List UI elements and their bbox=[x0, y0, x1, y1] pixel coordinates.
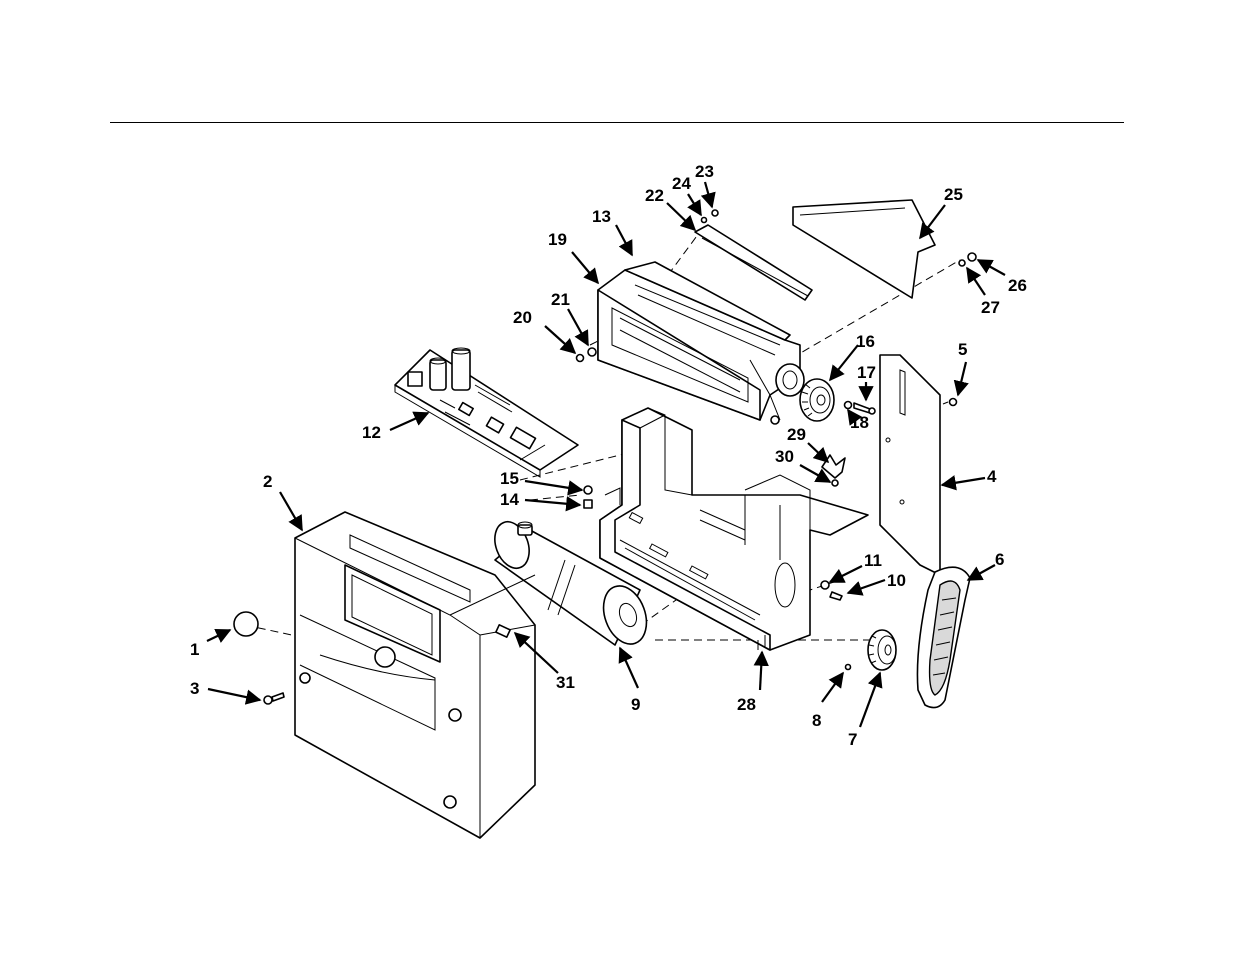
part-26-27-screws bbox=[958, 252, 977, 267]
callout-29: 29 bbox=[787, 425, 806, 444]
callout-6: 6 bbox=[995, 550, 1004, 569]
callout-1: 1 bbox=[190, 640, 199, 659]
callout-31: 31 bbox=[556, 673, 575, 692]
part-13-19-printhead-assembly bbox=[597, 261, 805, 425]
callout-18: 18 bbox=[850, 413, 869, 432]
callout-4: 4 bbox=[987, 467, 997, 486]
callout-21: 21 bbox=[551, 290, 570, 309]
part-8-set-screw bbox=[844, 663, 852, 671]
callout-28: 28 bbox=[737, 695, 756, 714]
callout-12: 12 bbox=[362, 423, 381, 442]
part-1-disc bbox=[233, 611, 259, 637]
callout-11: 11 bbox=[864, 551, 882, 570]
part-2-housing bbox=[294, 511, 536, 839]
callout-27: 27 bbox=[981, 298, 1000, 317]
part-14-15-screws bbox=[583, 485, 593, 509]
callout-9: 9 bbox=[631, 695, 640, 714]
header-rule bbox=[110, 122, 1124, 123]
callout-5: 5 bbox=[958, 340, 967, 359]
part-23-24-screws bbox=[700, 209, 719, 224]
callout-14: 14 bbox=[500, 490, 519, 509]
callout-24: 24 bbox=[672, 174, 691, 193]
part-6-belt bbox=[916, 566, 971, 709]
part-10-11-screw bbox=[820, 580, 843, 601]
part-7-pulley bbox=[867, 629, 897, 671]
callout-13: 13 bbox=[592, 207, 611, 226]
callout-17: 17 bbox=[857, 363, 876, 382]
callout-22: 22 bbox=[645, 186, 664, 205]
part-17-18-screw bbox=[843, 400, 876, 415]
callout-2: 2 bbox=[263, 472, 272, 491]
part-5-screw bbox=[942, 397, 958, 407]
callout-15: 15 bbox=[500, 469, 519, 488]
callout-20: 20 bbox=[513, 308, 532, 327]
callout-3: 3 bbox=[190, 679, 199, 698]
part-20-21-screws bbox=[575, 347, 597, 363]
part-4-side-plate bbox=[879, 354, 941, 576]
part-3-screw bbox=[263, 692, 285, 705]
callout-25: 25 bbox=[944, 185, 963, 204]
part-22-bar bbox=[694, 224, 813, 301]
callout-8: 8 bbox=[812, 711, 821, 730]
part-28-chassis bbox=[599, 407, 869, 651]
part-9-motor bbox=[494, 520, 648, 646]
callout-16: 16 bbox=[856, 332, 875, 351]
callout-23: 23 bbox=[695, 162, 714, 181]
part-12-circuit-board bbox=[394, 347, 579, 478]
callout-7: 7 bbox=[848, 730, 857, 749]
leader-arrows bbox=[206, 181, 1006, 728]
callout-30: 30 bbox=[775, 447, 794, 466]
callout-19: 19 bbox=[548, 230, 567, 249]
part-16-pulley bbox=[799, 378, 835, 422]
callout-26: 26 bbox=[1008, 276, 1027, 295]
part-25-top-cover bbox=[792, 199, 936, 299]
callout-10: 10 bbox=[887, 571, 906, 590]
callout-labels: 1 2 3 4 5 6 7 8 9 10 11 12 13 14 15 16 1… bbox=[190, 162, 1027, 749]
